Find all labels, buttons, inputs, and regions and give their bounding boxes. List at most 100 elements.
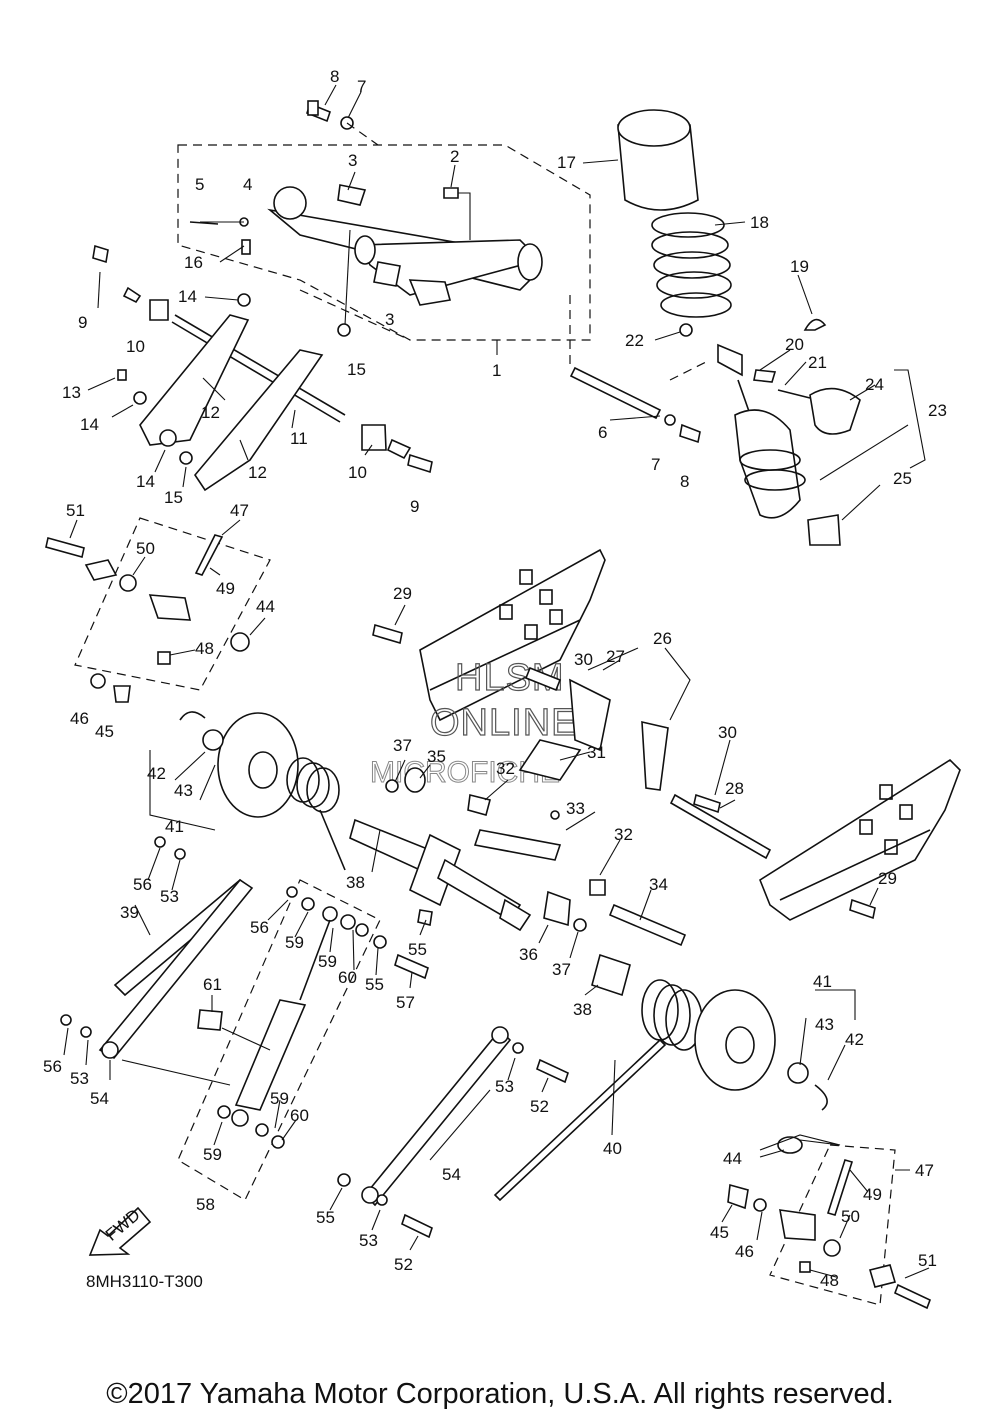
callout-42b: 42 (845, 1030, 864, 1049)
callout-38: 38 (346, 873, 365, 892)
callout-48b: 48 (820, 1271, 839, 1290)
callout-7: 7 (357, 77, 366, 96)
shaft-6 (569, 366, 662, 420)
callout-12b: 12 (248, 463, 267, 482)
bracket-assembly-left (45, 534, 250, 703)
washer-59-a (301, 897, 315, 911)
left-rail (419, 548, 606, 722)
callout-47: 47 (230, 501, 249, 520)
bushing-53-d (376, 1194, 388, 1206)
callout-23: 23 (928, 401, 947, 420)
bracket-26 (569, 678, 611, 752)
watermark-line-2: ONLINE (430, 702, 577, 744)
callout-31: 31 (587, 743, 606, 762)
bushing-53-c (512, 1042, 524, 1054)
callout-21: 21 (808, 353, 827, 372)
callout-27: 27 (606, 647, 625, 666)
callout-47b: 47 (915, 1161, 934, 1180)
callout-52b: 52 (394, 1255, 413, 1274)
callout-8b: 8 (680, 472, 689, 491)
pivot-54-left (101, 1041, 119, 1059)
callout-55: 55 (408, 940, 427, 959)
callout-40: 40 (603, 1139, 622, 1158)
nut-15-top (337, 323, 351, 337)
callout-1: 1 (492, 361, 501, 380)
callout-35: 35 (427, 747, 446, 766)
idler-wheel-41-left (179, 711, 299, 818)
callout-32: 32 (496, 759, 515, 778)
callout-53c: 53 (495, 1077, 514, 1096)
callout-24: 24 (865, 375, 884, 394)
callout-37: 37 (393, 736, 412, 755)
copyright-notice: ©2017 Yamaha Motor Corporation, U.S.A. A… (106, 1378, 894, 1410)
callout-42: 42 (147, 764, 166, 783)
callout-50: 50 (136, 539, 155, 558)
idler-wheel-41-right (694, 989, 828, 1111)
callout-60b: 60 (290, 1106, 309, 1125)
bushing-55-a (373, 935, 387, 949)
callout-61: 61 (203, 975, 222, 994)
fwd-arrow-icon: FWD (88, 1205, 152, 1256)
washer-56-c (60, 1014, 72, 1026)
washer-9-right (386, 438, 412, 460)
shock-absorber (617, 109, 861, 546)
callout-36: 36 (519, 945, 538, 964)
torsion-spring-38-upper (286, 757, 346, 871)
callout-53d: 53 (359, 1231, 378, 1250)
bolt-29-right (849, 898, 876, 920)
callout-2: 2 (450, 147, 459, 166)
callout-26: 26 (653, 629, 672, 648)
bushing-60-a (355, 923, 369, 937)
callout-59d: 59 (203, 1145, 222, 1164)
callout-57: 57 (396, 993, 415, 1012)
callout-18: 18 (750, 213, 769, 232)
callout-43: 43 (174, 781, 193, 800)
bolt-29-left (372, 623, 403, 645)
washer-59-b (322, 906, 338, 922)
washer-56-b (286, 886, 298, 898)
callout-3: 3 (348, 151, 357, 170)
part-diagram-code: 8MH3110-T300 (86, 1272, 203, 1291)
callout-9: 9 (78, 313, 87, 332)
callout-49b: 49 (863, 1185, 882, 1204)
callout-54b: 54 (442, 1165, 461, 1184)
callout-6: 6 (598, 423, 607, 442)
group-bracket-1 (299, 289, 411, 341)
callout-41: 41 (165, 817, 184, 836)
arm-54-right (363, 1028, 512, 1207)
callout-59: 59 (285, 933, 304, 952)
callout-52: 52 (530, 1097, 549, 1116)
callout-29: 29 (393, 584, 412, 603)
callout-49: 49 (216, 579, 235, 598)
pivot-54-right-top (491, 1026, 509, 1044)
callout-8: 8 (330, 67, 339, 86)
assembly-1-boundary (177, 144, 591, 341)
callout-17: 17 (557, 153, 576, 172)
torsion-spring-38-lower (493, 979, 703, 1202)
right-rail (759, 758, 961, 921)
callout-51: 51 (66, 501, 85, 520)
bolt-30-upper (524, 666, 562, 692)
callout-56b: 56 (250, 918, 269, 937)
callout-14c: 14 (136, 472, 155, 491)
grease-nipple-2 (443, 187, 459, 199)
callout-12: 12 (201, 403, 220, 422)
callout-53: 53 (160, 887, 179, 906)
bushing-53-b (80, 1026, 92, 1038)
bolt-8-right (679, 423, 701, 444)
callout-9b: 9 (410, 497, 419, 516)
callout-16: 16 (184, 253, 203, 272)
bushing-53-a (174, 848, 186, 860)
pin-5 (189, 221, 219, 225)
callout-10: 10 (126, 337, 145, 356)
bushing-55-b (417, 909, 433, 926)
callout-43b: 43 (815, 1015, 834, 1034)
center-shaft-assembly (349, 739, 687, 997)
shock-61 (197, 919, 331, 1149)
callout-51b: 51 (918, 1251, 937, 1270)
bolt-52-upper (536, 1058, 569, 1084)
washer-7-right (664, 414, 676, 426)
callout-labels: 8 7 3 2 5 4 17 18 16 14 9 10 3 19 22 20 … (43, 67, 947, 1290)
shaft-28 (669, 793, 772, 860)
callout-30: 30 (574, 650, 593, 669)
